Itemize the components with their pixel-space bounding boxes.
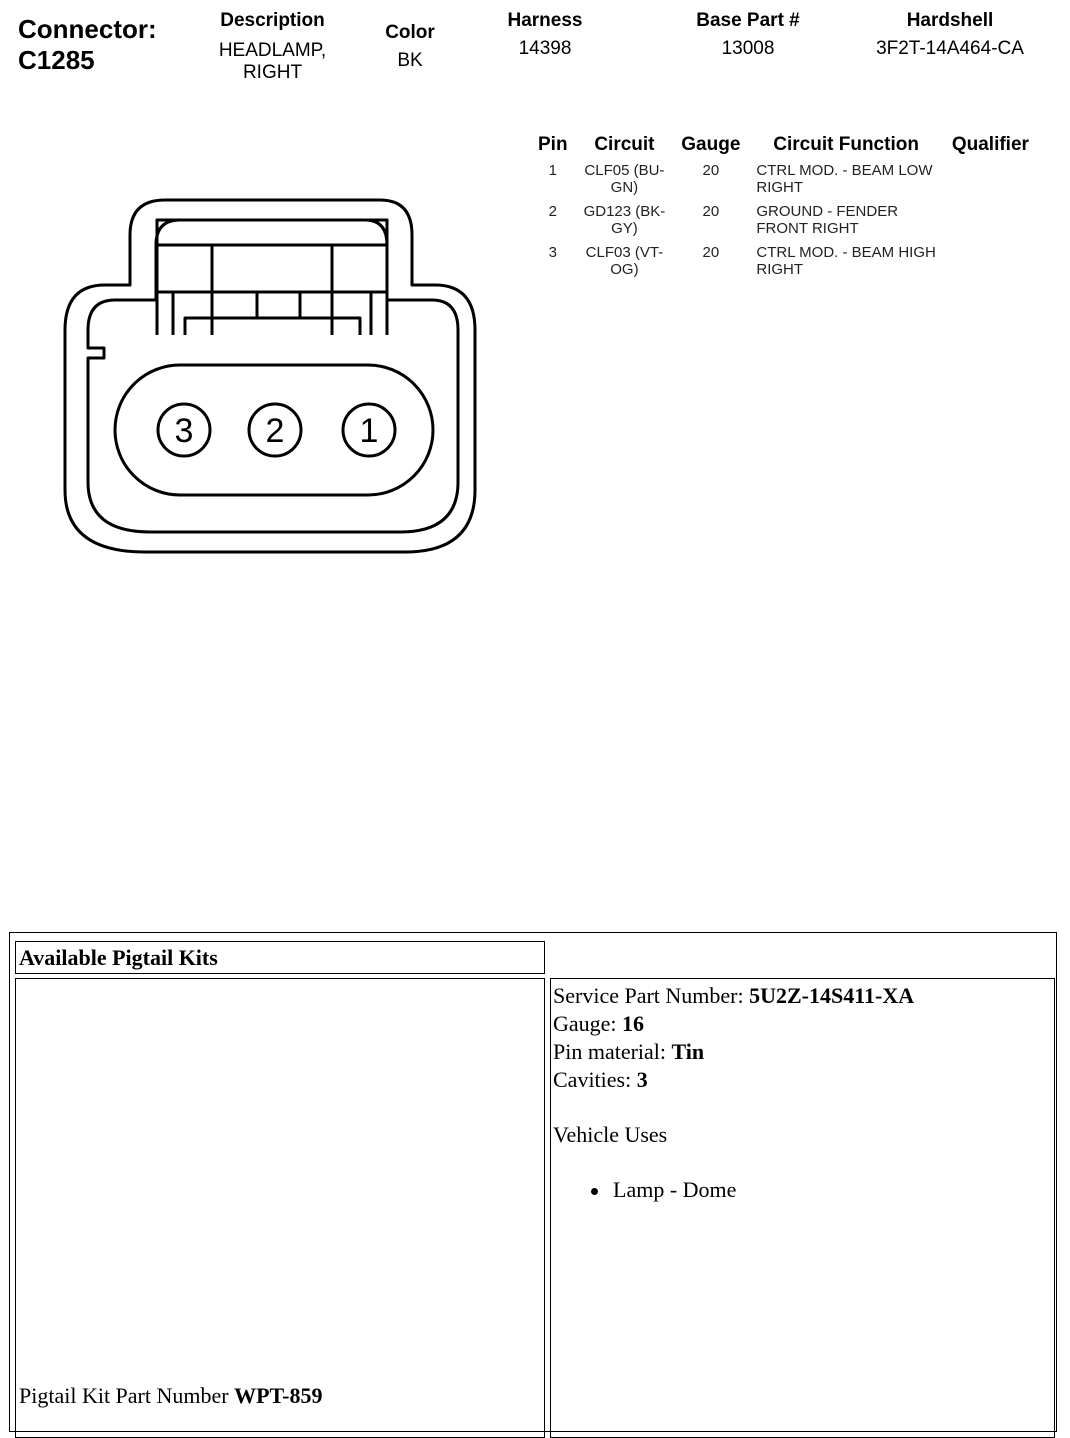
service-part-number: Service Part Number: 5U2Z-14S411-XA: [553, 983, 915, 1008]
hardshell-column: Hardshell 3F2T-14A464-CA: [855, 10, 1045, 60]
list-item: Lamp - Dome: [591, 1176, 1054, 1204]
header-circuit-function: Circuit Function: [773, 134, 919, 155]
description-column: Description HEADLAMP, RIGHT: [190, 10, 355, 84]
pin-material-value: Tin: [671, 1039, 705, 1064]
service-part-value: 5U2Z-14S411-XA: [749, 983, 915, 1008]
gauge-cell: 20: [702, 244, 720, 261]
pigtail-kits-title: Available Pigtail Kits: [15, 941, 545, 974]
header-gauge: Gauge: [681, 134, 741, 155]
harness-label: Harness: [507, 10, 583, 31]
circuit-cell: CLF05 (BU-GN): [584, 162, 665, 196]
vehicle-uses-list: Lamp - Dome: [553, 1176, 1054, 1204]
base-part-column: Base Part # 13008: [668, 10, 828, 60]
qualifier-cell: [944, 162, 1037, 203]
latch-body: [155, 218, 389, 294]
header-pin: Pin: [538, 134, 568, 155]
pin-cell: 2: [548, 203, 557, 220]
base-part-label: Base Part #: [696, 10, 800, 31]
color-column: Color BK: [360, 22, 460, 72]
cavity-oval: [113, 363, 435, 497]
pigtail-kit-details: Service Part Number: 5U2Z-14S411-XA Gaug…: [550, 978, 1055, 1438]
header-circuit: Circuit: [594, 134, 655, 155]
harness-column: Harness 14398: [480, 10, 610, 60]
circuit-cell: GD123 (BK-GY): [583, 203, 666, 237]
housing-outline: [63, 198, 477, 554]
gauge-cell: 20: [702, 203, 720, 220]
cavities-value: 3: [636, 1067, 648, 1092]
connector-title: Connector: C1285: [18, 14, 157, 76]
harness-value: 14398: [518, 38, 572, 59]
pigtail-kit-part-number: Pigtail Kit Part Number WPT-859: [19, 1382, 323, 1410]
pigtail-kits-section: Available Pigtail Kits Pigtail Kit Part …: [9, 932, 1057, 1438]
hardshell-label: Hardshell: [906, 10, 994, 31]
pigtail-kit-image-cell: Pigtail Kit Part Number WPT-859: [15, 978, 545, 1438]
pin-material: Pin material: Tin: [553, 1039, 705, 1064]
cavity-1: 1: [341, 402, 397, 458]
header-qualifier: Qualifier: [951, 134, 1029, 155]
connector-face-diagram: 3 2 1: [63, 198, 477, 554]
pigtail-gauge: Gauge: 16: [553, 1011, 645, 1036]
base-part-value: 13008: [721, 38, 775, 59]
vehicle-uses-label: Vehicle Uses: [553, 1122, 668, 1147]
description-value: HEADLAMP, RIGHT: [190, 40, 355, 84]
qualifier-cell: [944, 203, 1037, 244]
hardshell-value: 3F2T-14A464-CA: [876, 38, 1024, 59]
color-value: BK: [397, 50, 423, 71]
pin-table: Pin Circuit Gauge Circuit Function Quali…: [530, 134, 1037, 285]
description-value-line1: HEADLAMP,: [218, 40, 327, 61]
color-label: Color: [385, 22, 435, 43]
description-label: Description: [220, 10, 325, 31]
connector-id: C1285: [18, 45, 95, 75]
cavity-label-3: 3: [175, 412, 194, 450]
qualifier-cell: [944, 244, 1037, 285]
kit-part-value: WPT-859: [234, 1383, 323, 1408]
pigtail-gauge-value: 16: [622, 1011, 645, 1036]
circuit-cell: CLF03 (VT-OG): [585, 244, 664, 278]
gauge-cell: 20: [702, 162, 720, 179]
cavity-label-1: 1: [360, 412, 379, 450]
pin-cell: 3: [548, 244, 557, 261]
cavity-2: 2: [247, 402, 303, 458]
description-value-line2: RIGHT: [242, 62, 303, 83]
pin-cell: 1: [548, 162, 557, 179]
connector-label: Connector:: [18, 14, 157, 44]
cavity-3: 3: [156, 402, 212, 458]
pin-table-header: Pin Circuit Gauge Circuit Function Quali…: [530, 134, 1037, 162]
cavities: Cavities: 3: [553, 1067, 648, 1092]
cavity-label-2: 2: [266, 412, 285, 450]
kit-part-label: Pigtail Kit Part Number: [19, 1383, 235, 1408]
table-row: 3 CLF03 (VT-OG) 20 CTRL MOD. - BEAM HIGH…: [530, 244, 1037, 285]
